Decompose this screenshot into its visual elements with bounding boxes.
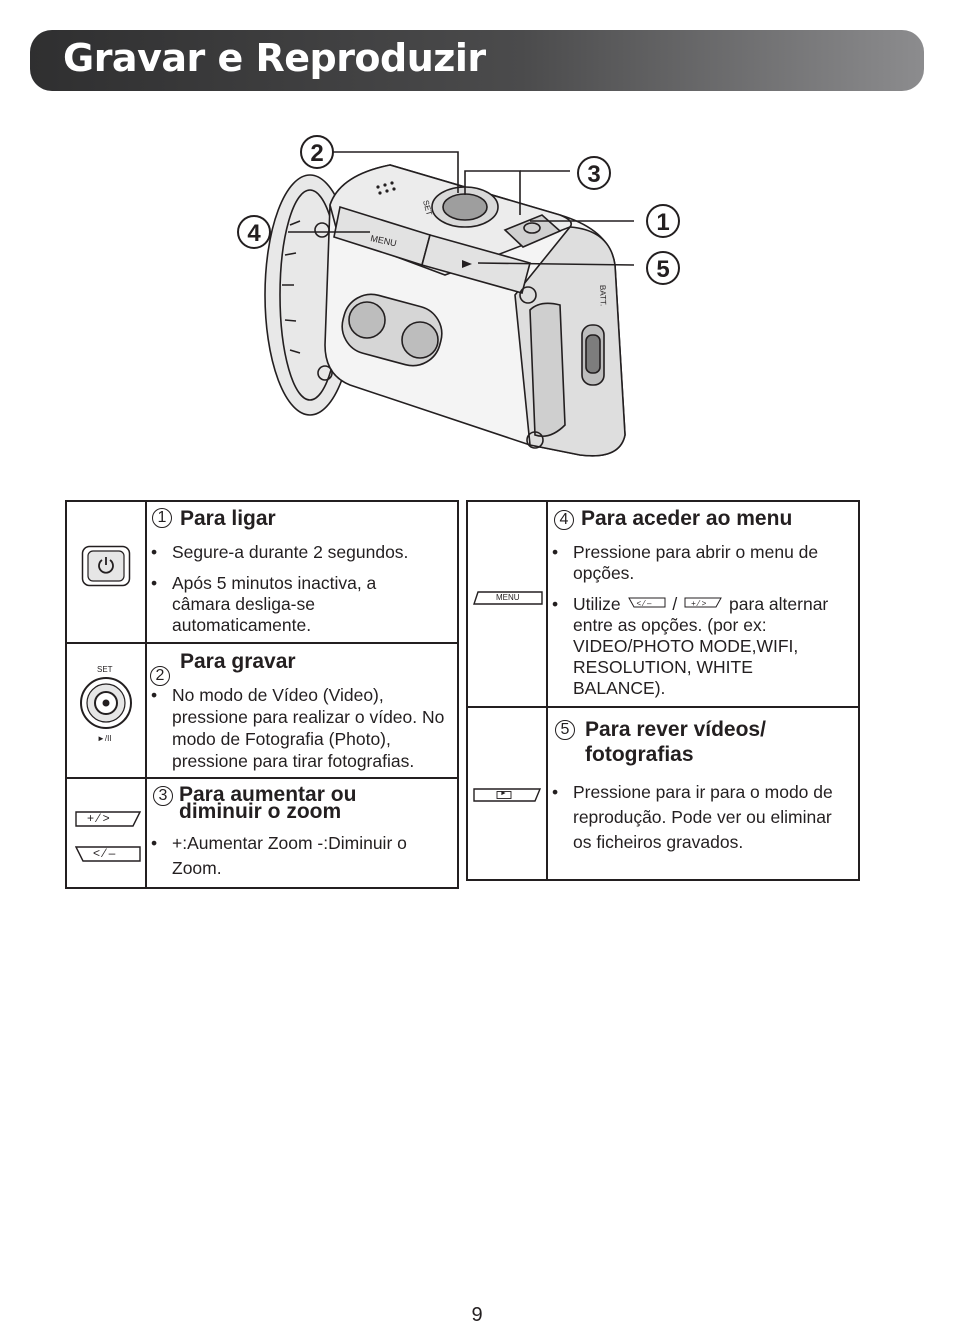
playback-key-shape <box>473 788 541 802</box>
zoom-out-key: < ⁄ – <box>75 846 141 862</box>
menu-key-label: MENU <box>496 593 520 602</box>
playback-key-label: ► <box>500 790 507 797</box>
list-item: Pressione para ir para o modo de reprodu… <box>550 780 840 855</box>
camera-illustration: MENU SET BATT. 2 4 3 1 5 <box>237 135 680 457</box>
set-label: SET <box>97 665 113 674</box>
list-item: No modo de Vídeo (Video), pressione para… <box>149 684 451 772</box>
page-number: 9 <box>471 1304 483 1326</box>
camera-play-icon <box>462 260 472 268</box>
power-number: 1 <box>152 508 172 528</box>
record-heading: Para gravar <box>180 650 296 673</box>
playback-bullets: Pressione para ir para o modo de reprodu… <box>550 780 840 855</box>
slash-separator: / <box>672 594 678 614</box>
menu-bullets: Pressione para abrir o menu de opções. U… <box>550 542 848 699</box>
power-button-icon <box>81 545 131 587</box>
power-heading: Para ligar <box>180 507 276 530</box>
utilize-text: Utilize <box>573 594 621 614</box>
record-number: 2 <box>150 666 170 686</box>
playback-heading-2: fotografias <box>585 743 694 766</box>
menu-key-shape <box>473 591 543 605</box>
record-row: SET ►/II 2 Para gravar No modo de Vídeo … <box>67 642 457 777</box>
header-banner: Gravar e Reproduzir <box>30 30 924 91</box>
zoom-out-key-label: < ⁄ – <box>93 846 116 860</box>
zoom-out-key-shape <box>75 846 141 862</box>
playback-row: ► 5 Para rever vídeos/ fotografias Press… <box>468 706 858 881</box>
mini-plus-key-shape <box>684 597 723 608</box>
callout-5: 5 <box>656 256 669 283</box>
right-button-table: MENU 4 Para aceder ao menu Pressione par… <box>466 500 860 881</box>
playback-number: 5 <box>555 720 575 740</box>
mini-plus-label: + ⁄ > <box>691 599 707 608</box>
zoom-row: + ⁄ > < ⁄ – 3 Para aumentar ou diminuir … <box>67 777 457 889</box>
playback-heading-1: Para rever vídeos/ <box>585 718 766 741</box>
mini-minus-key: < ⁄ – <box>627 597 666 608</box>
zoom-in-key-label: + ⁄ > <box>87 811 110 825</box>
menu-key: MENU <box>473 591 543 605</box>
camera-set-label: SET <box>421 199 434 216</box>
alternate-text: para alternar entre as opções. (por ex: … <box>573 594 829 698</box>
list-item: Após 5 minutos inactiva, a câmara deslig… <box>149 573 387 636</box>
list-item: +:Aumentar Zoom -:Diminuir o Zoom. <box>149 831 429 881</box>
mini-plus-key: + ⁄ > <box>684 597 723 608</box>
callout-3: 3 <box>587 161 600 188</box>
zoom-number: 3 <box>153 786 173 806</box>
menu-row: MENU 4 Para aceder ao menu Pressione par… <box>468 502 858 706</box>
menu-number: 4 <box>554 510 574 530</box>
left-button-table: 1 Para ligar Segure-a durante 2 segundos… <box>65 500 459 889</box>
record-bullets: No modo de Vídeo (Video), pressione para… <box>149 684 451 772</box>
power-row: 1 Para ligar Segure-a durante 2 segundos… <box>67 502 457 642</box>
list-item: Segure-a durante 2 segundos. <box>149 542 449 563</box>
power-bullets: Segure-a durante 2 segundos. Após 5 minu… <box>149 542 449 636</box>
page-title: Gravar e Reproduzir <box>63 36 486 80</box>
callout-4: 4 <box>247 220 261 247</box>
mini-minus-key-shape <box>627 597 666 608</box>
zoom-bullets: +:Aumentar Zoom -:Diminuir o Zoom. <box>149 831 429 881</box>
record-dial-icon <box>80 677 132 729</box>
play-pause-label: ►/II <box>97 734 112 743</box>
zoom-in-key: + ⁄ > <box>75 811 141 827</box>
playback-key: ► <box>473 788 541 802</box>
camera-batt-label: BATT. <box>598 285 608 306</box>
callout-2: 2 <box>310 140 323 167</box>
callout-1: 1 <box>656 209 669 236</box>
list-item: Utilize < ⁄ – / + ⁄ > para alternar entr… <box>550 594 848 699</box>
zoom-in-key-shape <box>75 811 141 827</box>
mini-minus-label: < ⁄ – <box>636 599 652 608</box>
menu-heading: Para aceder ao menu <box>581 507 793 530</box>
list-item: Pressione para abrir o menu de opções. <box>550 542 823 584</box>
zoom-heading: Para aumentar ou diminuir o zoom <box>179 783 357 823</box>
